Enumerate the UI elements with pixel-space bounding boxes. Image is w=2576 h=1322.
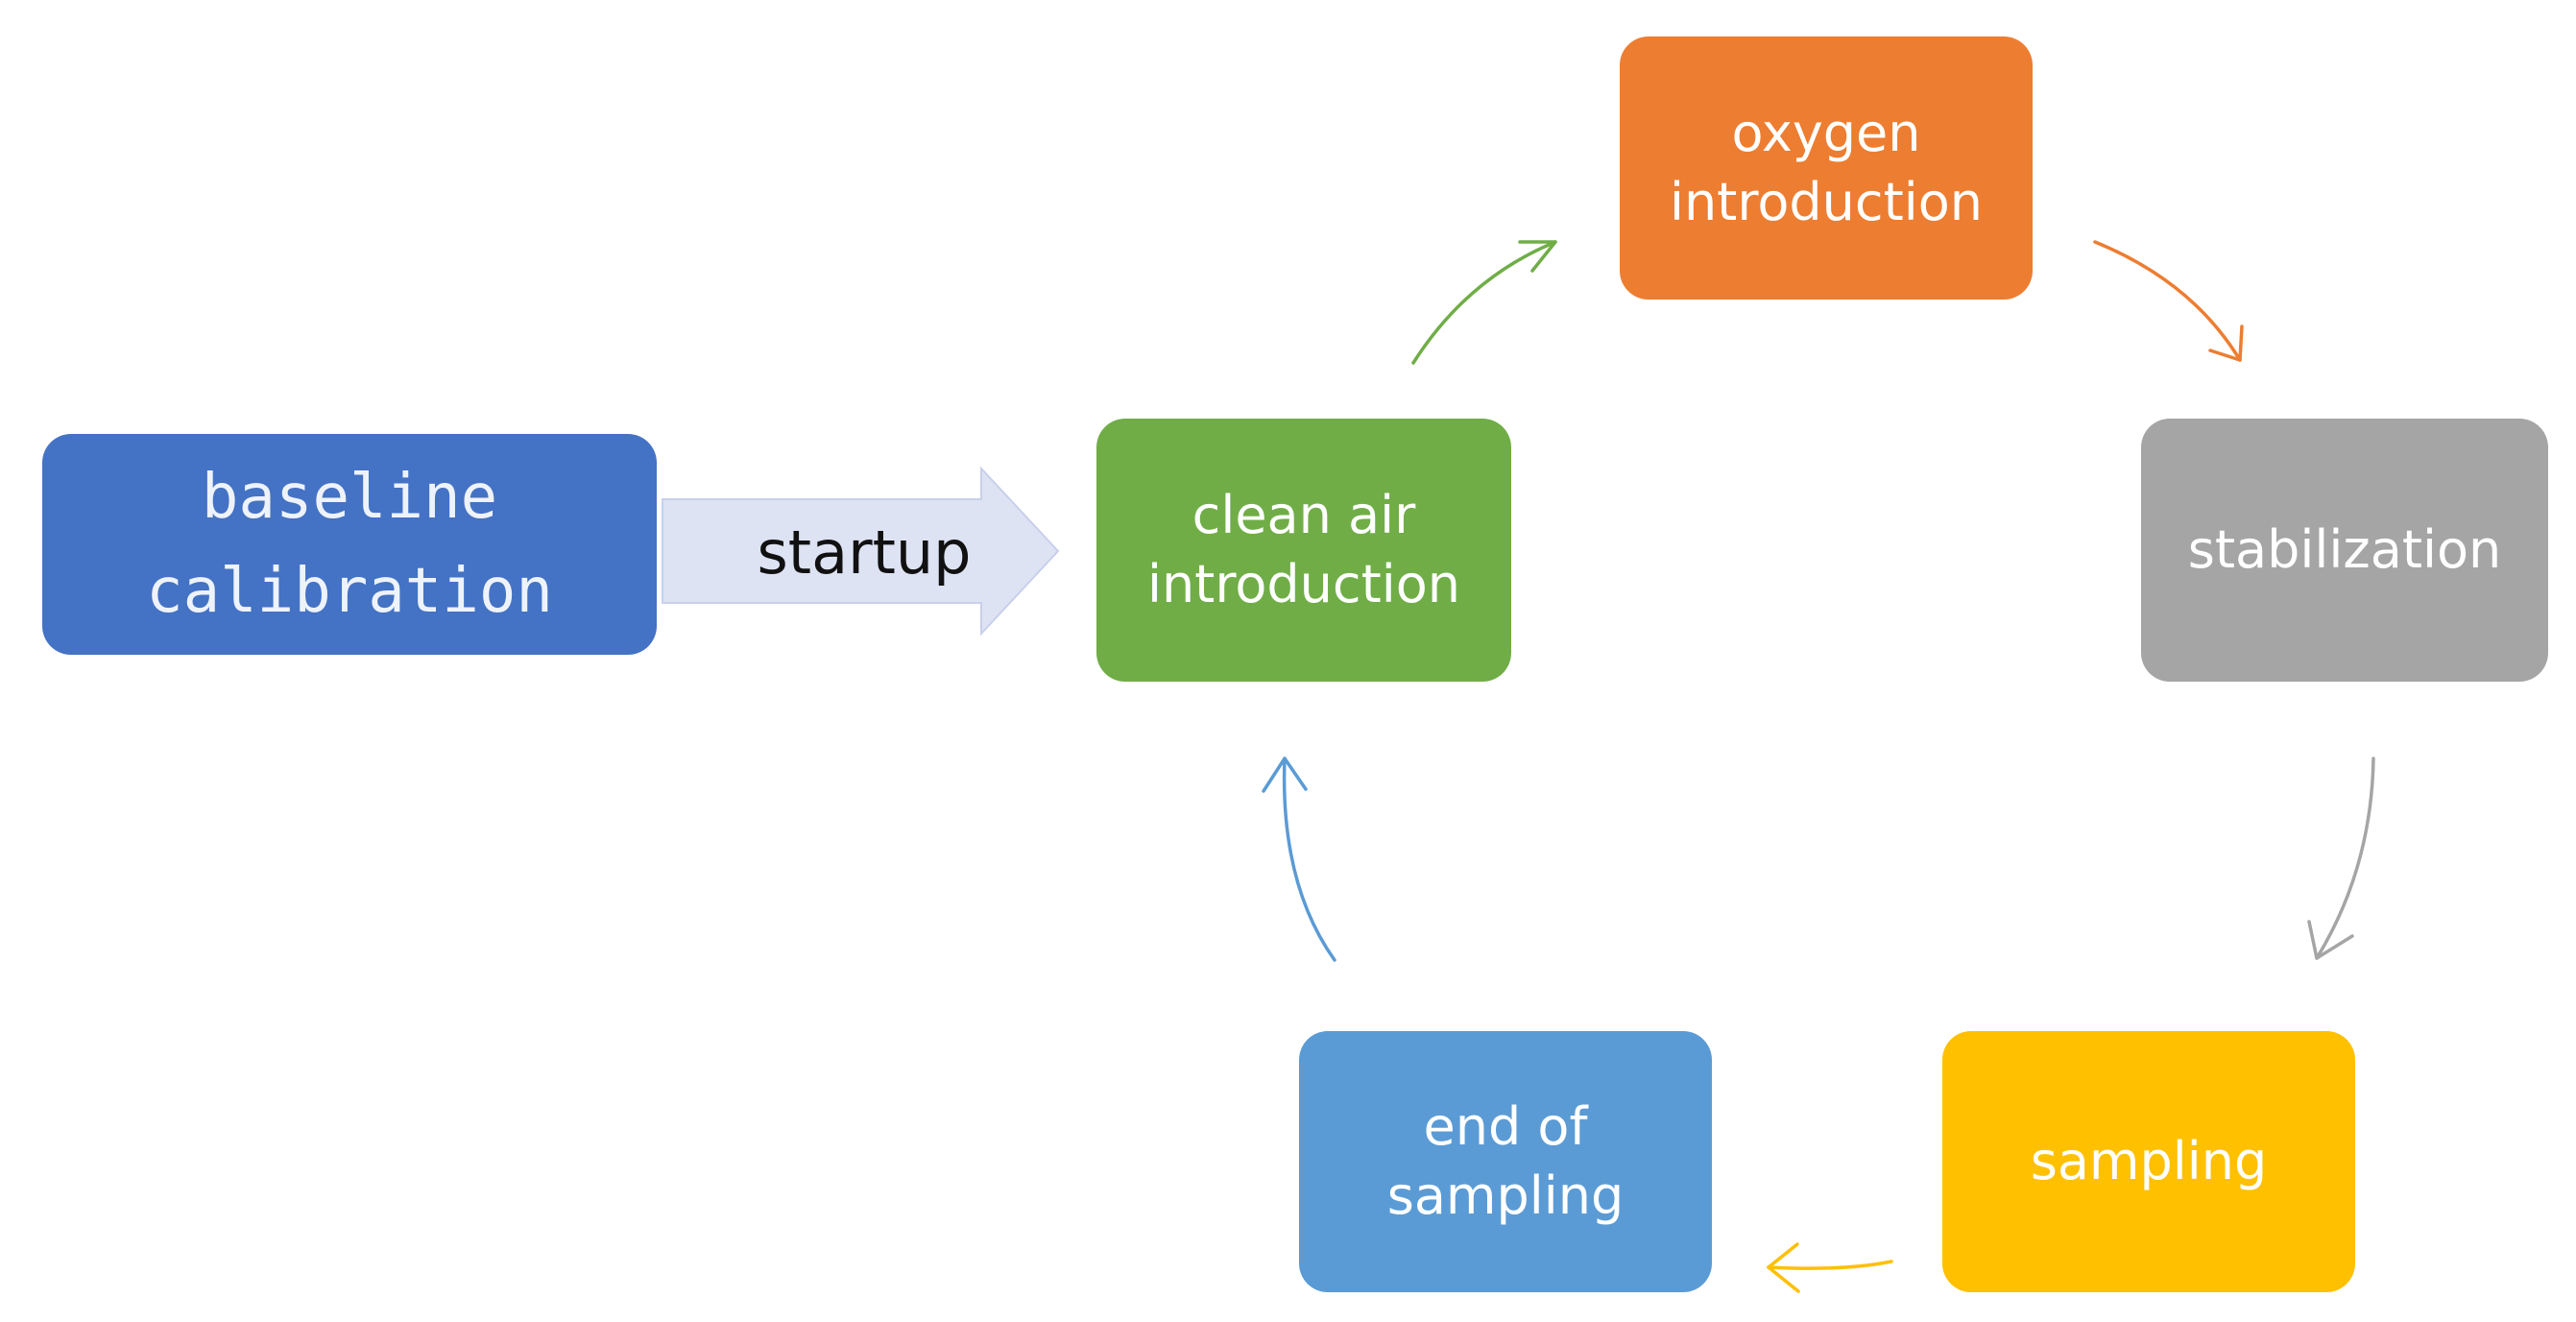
arrow-end-to-clean-air xyxy=(1262,757,1336,962)
arrow-sampling-to-end xyxy=(1767,1242,1893,1293)
node-label-line: end of xyxy=(1423,1096,1588,1157)
oxygen-introduction-node: oxygen introduction xyxy=(1620,36,2033,300)
node-label-line: sampling xyxy=(2030,1131,2268,1191)
stabilization-node: stabilization xyxy=(2141,419,2548,682)
arrow-clean-air-to-oxygen xyxy=(1411,240,1557,365)
node-label-line: calibration xyxy=(146,556,553,627)
clean-air-introduction-node: clean air introduction xyxy=(1096,419,1511,682)
node-label-line: sampling xyxy=(1386,1166,1625,1226)
node-label-line: introduction xyxy=(1669,172,1984,232)
node-label-line: introduction xyxy=(1146,554,1461,614)
startup-label: startup xyxy=(757,517,972,588)
arrow-oxygen-to-stabilization xyxy=(2093,240,2244,362)
arrow-stabilization-to-sampling xyxy=(2307,757,2375,960)
node-label-line: clean air xyxy=(1192,485,1416,545)
startup-block-arrow xyxy=(662,466,1060,637)
sampling-node: sampling xyxy=(1942,1031,2355,1292)
node-label-line: oxygen xyxy=(1731,103,1921,163)
baseline-calibration-node: baseline calibration xyxy=(42,434,657,655)
node-label-line: baseline xyxy=(201,462,498,533)
end-of-sampling-node: end of sampling xyxy=(1299,1031,1712,1292)
node-label-line: stabilization xyxy=(2187,519,2502,580)
